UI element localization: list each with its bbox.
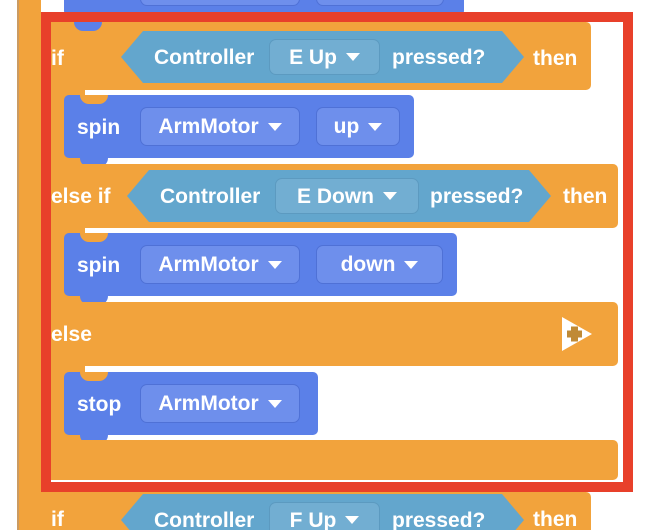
dropdown-field-arm-motor[interactable]: ArmMotor [140, 107, 300, 146]
dropdown-field-e-up[interactable]: E Up [269, 39, 380, 75]
top-notch [80, 95, 108, 104]
dropdown-value: E Down [297, 184, 374, 208]
parent-c-block-spine[interactable] [17, 0, 41, 530]
condition-suffix: pressed? [392, 46, 486, 69]
dropdown-value: down [340, 253, 396, 276]
bottom-notch [80, 158, 108, 167]
dropdown-value: E Up [289, 45, 337, 69]
boolean-condition-f-up[interactable]: Controller F Up pressed? [121, 494, 524, 530]
top-notch [74, 22, 102, 31]
dropdown-field-direction[interactable]: up [316, 107, 400, 146]
dropdown-field-arm-motor[interactable]: ArmMotor [140, 245, 300, 284]
condition-prefix: Controller [154, 46, 255, 69]
top-notch [80, 233, 108, 242]
dropdown-value: F Up [289, 508, 337, 530]
boolean-condition-e-up[interactable]: Controller E Up pressed? [121, 31, 524, 83]
else-if-keyword: else if [51, 185, 111, 208]
dropdown-field[interactable] [140, 0, 300, 6]
chevron-down-icon [404, 260, 419, 269]
bottom-notch [80, 435, 108, 444]
stop-block[interactable]: stop ArmMotor [64, 372, 318, 444]
stop-keyword: stop [77, 393, 122, 416]
chevron-down-icon [345, 516, 359, 524]
if-keyword: if [51, 47, 64, 70]
dropdown-field[interactable] [316, 0, 444, 6]
spin-keyword: spin [77, 254, 121, 277]
dropdown-value: ArmMotor [158, 253, 259, 276]
chevron-down-icon [383, 192, 397, 200]
dropdown-value: ArmMotor [158, 392, 259, 415]
dropdown-field-direction[interactable]: down [316, 245, 443, 284]
chevron-down-icon [267, 122, 282, 131]
partial-motion-block-top[interactable] [64, 0, 464, 16]
dropdown-field-e-down[interactable]: E Down [275, 178, 419, 214]
condition-suffix: pressed? [430, 185, 524, 208]
bottom-notch [80, 296, 108, 305]
then-keyword: then [533, 508, 578, 530]
condition-suffix: pressed? [392, 509, 486, 530]
else-keyword: else [51, 323, 92, 346]
if-block-footer-bar[interactable] [41, 440, 618, 480]
spin-block-up[interactable]: spin ArmMotor up [64, 95, 414, 167]
dropdown-value: ArmMotor [158, 115, 259, 138]
chevron-down-icon [267, 399, 282, 408]
dropdown-field-arm-motor[interactable]: ArmMotor [140, 384, 300, 423]
chevron-down-icon [267, 260, 282, 269]
spin-block-down[interactable]: spin ArmMotor down [64, 233, 457, 305]
boolean-condition-e-down[interactable]: Controller E Down pressed? [127, 170, 551, 222]
spin-keyword: spin [77, 116, 121, 139]
add-else-if-button[interactable] [560, 315, 594, 353]
top-notch [74, 492, 102, 501]
dropdown-value: up [333, 115, 360, 138]
chevron-down-icon [368, 122, 383, 131]
then-keyword: then [533, 47, 578, 70]
condition-prefix: Controller [160, 185, 261, 208]
add-else-if-icon [562, 317, 592, 351]
else-branch-header-bar[interactable] [41, 302, 618, 366]
if-keyword: if [51, 508, 64, 530]
dropdown-field-f-up[interactable]: F Up [269, 502, 380, 530]
top-notch [80, 372, 108, 381]
condition-prefix: Controller [154, 509, 255, 530]
then-keyword: then [563, 185, 608, 208]
chevron-down-icon [346, 53, 360, 61]
